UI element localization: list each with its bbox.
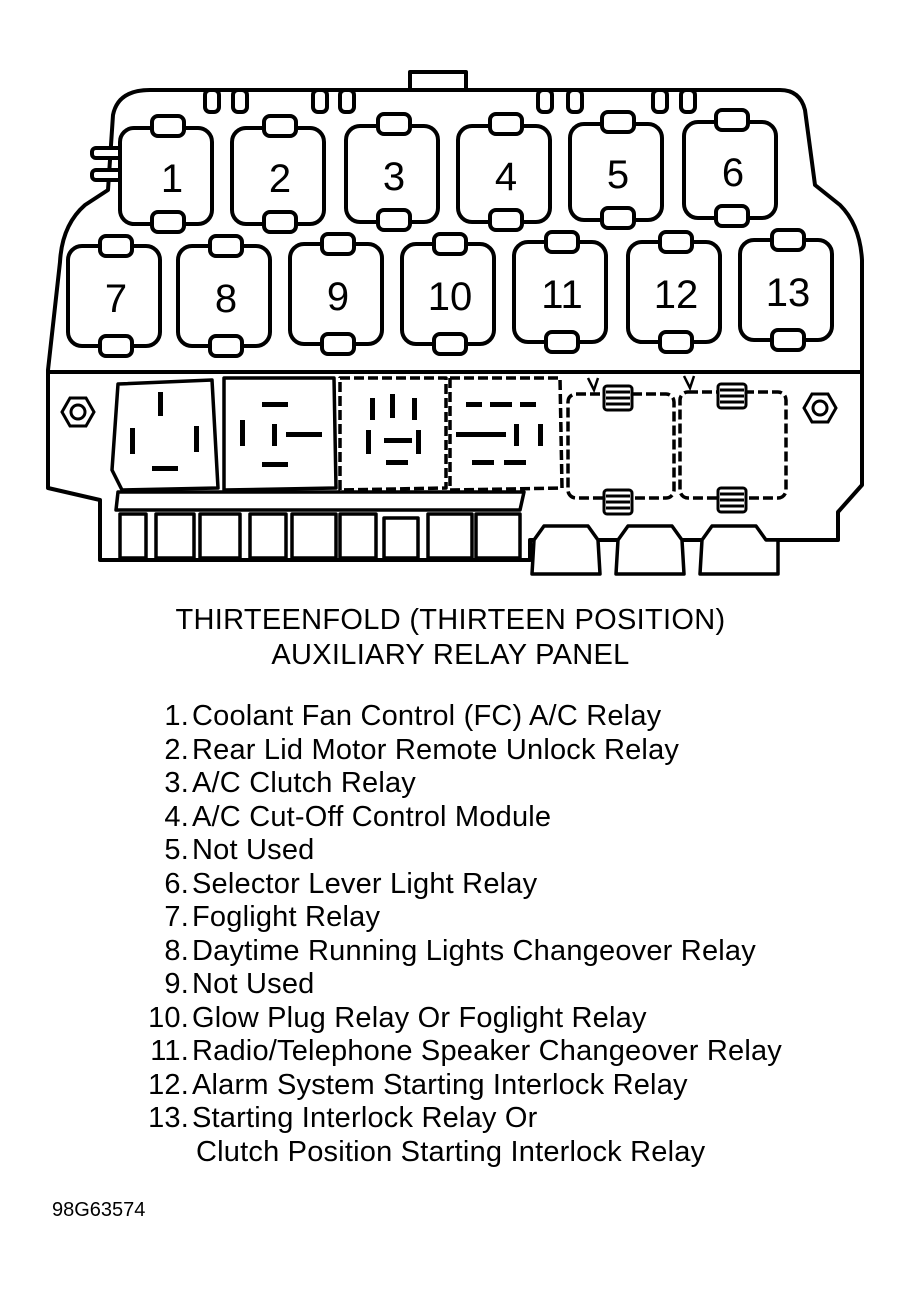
legend-item: 5.Not Used [0,834,901,868]
legend-number: 5. [164,834,189,866]
bottom-connector-3 [698,524,780,576]
legend-number: 1. [164,700,189,732]
legend-item: 12.Alarm System Starting Interlock Relay [0,1069,901,1103]
relay-position-label: 10 [428,275,473,319]
relay-legend-list: 1.Coolant Fan Control (FC) A/C Relay 2.R… [0,700,901,1169]
legend-number: 12. [148,1068,189,1101]
relay-socket-9 [288,232,384,356]
relay-socket-5 [568,110,664,230]
relay-socket-10 [400,232,496,356]
legend-text: Rear Lid Motor Remote Unlock Relay [192,733,680,766]
legend-item: 10.Glow Plug Relay Or Foglight Relay [0,1002,901,1036]
relay-position-label: 5 [607,153,629,197]
relay-socket-1 [118,114,214,234]
relay-socket-3 [344,112,440,232]
relay-position-label: 12 [654,273,699,317]
legend-text: Selector Lever Light Relay [192,867,538,900]
legend-item: 7.Foglight Relay [0,901,901,935]
legend-item-continuation: Clutch Position Starting Interlock Relay [0,1136,901,1170]
legend-text: Not Used [192,968,315,1000]
relay-position-label: 1 [161,157,183,201]
relay-position-label: 11 [541,273,583,317]
relay-position-label: 2 [269,157,291,201]
legend-text: Daytime Running Lights Changeover Relay [192,934,756,967]
legend-number: 7. [164,901,189,933]
legend-number: 13. [148,1102,189,1134]
legend-item: 11.Radio/Telephone Speaker Changeover Re… [0,1035,901,1069]
legend-item: 9.Not Used [0,968,901,1002]
legend-text: Coolant Fan Control (FC) A/C Relay [192,700,662,732]
legend-text: A/C Clutch Relay [192,767,416,799]
legend-item: 13.Starting Interlock Relay Or [0,1102,901,1136]
legend-number: 9. [164,968,189,1000]
bottom-rail [114,490,526,512]
legend-number: 6. [164,867,189,900]
relay-panel-diagram: 1 2 3 4 5 6 7 8 9 10 11 12 13 [46,70,864,576]
legend-text: Foglight Relay [192,901,381,933]
relay-position-label: 8 [215,277,237,321]
relay-socket-6 [682,108,778,228]
relay-socket-13 [738,228,834,352]
legend-text: Radio/Telephone Speaker Changeover Relay [192,1035,782,1067]
legend-item: 8.Daytime Running Lights Changeover Rela… [0,935,901,969]
legend-number: 3. [164,767,189,799]
legend-text: Clutch Position Starting Interlock Relay [196,1135,706,1168]
legend-text: Glow Plug Relay Or Foglight Relay [192,1001,647,1034]
legend-text: A/C Cut-Off Control Module [192,800,552,833]
figure-id: 98G63574 [52,1199,146,1221]
legend-item: 6.Selector Lever Light Relay [0,868,901,902]
lower-receptacle-2 [222,376,338,492]
relay-position-label: 6 [722,151,744,195]
relay-position-label: 3 [383,155,405,199]
relay-position-label: 4 [495,155,517,199]
relay-socket-2 [230,114,326,234]
legend-number: 2. [164,733,189,766]
legend-number: 4. [164,800,189,833]
relay-socket-7 [66,234,162,358]
relay-socket-12 [626,230,722,354]
legend-text: Not Used [192,834,315,866]
relay-socket-8 [176,234,272,358]
legend-item: 2.Rear Lid Motor Remote Unlock Relay [0,734,901,768]
legend-item: 3.A/C Clutch Relay [0,767,901,801]
legend-number: 8. [164,934,189,967]
legend-text: Alarm System Starting Interlock Relay [192,1068,688,1101]
lower-receptacle-3 [338,376,448,492]
legend-number: 11. [150,1035,189,1067]
diagram-title-line-1: THIRTEENFOLD (THIRTEEN POSITION) [175,604,726,636]
legend-item: 4.A/C Cut-Off Control Module [0,801,901,835]
relay-position-label: 9 [327,275,349,319]
legend-number: 10. [148,1001,189,1034]
lower-receptacle-1 [110,378,220,492]
relay-position-label: 7 [105,277,127,321]
relay-socket-4 [456,112,552,232]
relay-socket-11 [512,230,608,354]
legend-text: Starting Interlock Relay Or [192,1102,538,1134]
diagram-title-line-2: AUXILIARY RELAY PANEL [271,639,630,671]
bottom-connector-2 [614,524,686,576]
legend-item: 1.Coolant Fan Control (FC) A/C Relay [0,700,901,734]
bottom-connector-1 [530,524,602,576]
relay-position-label: 13 [766,271,811,315]
